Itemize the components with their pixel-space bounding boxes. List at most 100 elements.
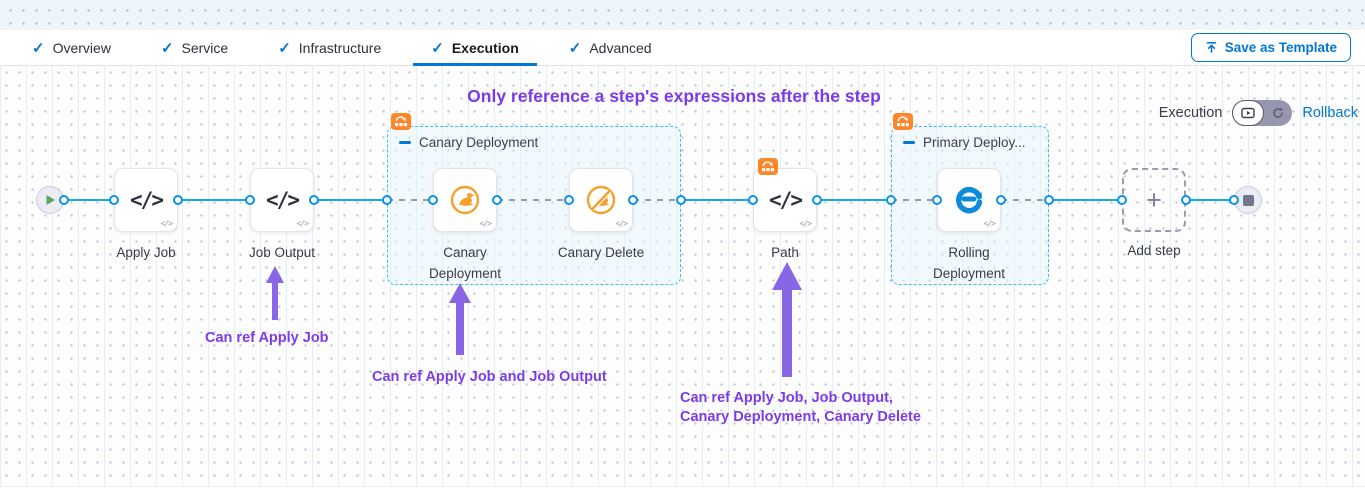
- connector-port[interactable]: [748, 195, 758, 205]
- plus-icon: +: [1146, 184, 1162, 215]
- check-icon: ✓: [568, 39, 582, 57]
- connector-port[interactable]: [676, 195, 686, 205]
- tab-label: Service: [181, 39, 229, 56]
- execution-mode-label: Execution: [1158, 105, 1223, 121]
- code-icon-small: </>: [479, 219, 492, 228]
- connector-port[interactable]: [628, 195, 638, 205]
- connector-port[interactable]: [1229, 195, 1239, 205]
- rollback-steps-badge[interactable]: [893, 113, 913, 130]
- annotation-ref3-line2: Canary Deployment, Canary Delete: [680, 409, 921, 425]
- play-icon: [45, 194, 56, 206]
- group-name: Primary Deploy...: [923, 135, 1026, 150]
- rollback-view-icon: [1271, 106, 1285, 120]
- group-header: Canary Deployment: [399, 135, 538, 150]
- connector-port[interactable]: [492, 195, 502, 205]
- canary-delete-icon: [583, 182, 619, 218]
- up-arrow-icon: [448, 283, 472, 361]
- tab-service[interactable]: ✓ Service: [143, 30, 246, 65]
- collapse-icon[interactable]: [903, 141, 915, 144]
- connector-port[interactable]: [173, 195, 183, 205]
- connector: [633, 199, 681, 201]
- step-canary-deployment[interactable]: </>: [433, 168, 497, 232]
- tab-label: Overview: [52, 39, 111, 56]
- canary-icon: [447, 182, 483, 218]
- step-path[interactable]: </> </>: [753, 168, 817, 232]
- execution-view-toggle-button[interactable]: [1232, 100, 1265, 126]
- connector-port[interactable]: [564, 195, 574, 205]
- up-arrow-icon: [265, 266, 285, 326]
- connector-port[interactable]: [428, 195, 438, 205]
- stop-icon: [1242, 194, 1254, 206]
- code-icon-small: </>: [799, 219, 812, 228]
- pipeline-canvas[interactable]: Only reference a step's expressions afte…: [0, 66, 1365, 487]
- up-arrow-icon: [771, 262, 803, 383]
- group-header: Primary Deploy...: [903, 135, 1026, 150]
- check-icon: ✓: [160, 39, 174, 57]
- rollback-steps-badge[interactable]: [391, 113, 411, 130]
- annotation-ref3: Can ref Apply Job, Job Output, Canary De…: [680, 389, 921, 427]
- upload-icon: [1205, 41, 1218, 54]
- add-step-button[interactable]: +: [1122, 168, 1186, 232]
- connector: [891, 199, 937, 201]
- rollback-steps-badge[interactable]: [758, 158, 778, 175]
- collapse-icon[interactable]: [399, 141, 411, 144]
- tab-advanced[interactable]: ✓ Advanced: [551, 30, 670, 65]
- step-canary-delete[interactable]: </>: [569, 168, 633, 232]
- connector-port[interactable]: [245, 195, 255, 205]
- step-label-canary-delete: Canary Delete: [557, 245, 645, 260]
- tab-label: Execution: [451, 39, 519, 56]
- rollback-link[interactable]: Rollback: [1302, 105, 1358, 121]
- step-label-path: Path: [771, 245, 799, 260]
- tab-label: Advanced: [589, 39, 652, 56]
- connector: [1001, 199, 1049, 201]
- code-icon-small: </>: [296, 219, 309, 228]
- execution-rollback-control: Execution Rollback: [1159, 100, 1358, 126]
- connector-port[interactable]: [996, 195, 1006, 205]
- connector-port[interactable]: [932, 195, 942, 205]
- step-label-rolling-deployment: Rolling Deployment: [932, 245, 1006, 281]
- connector-port[interactable]: [109, 195, 119, 205]
- save-as-template-button[interactable]: Save as Template: [1190, 33, 1351, 62]
- rollback-view-toggle-button[interactable]: [1264, 100, 1292, 126]
- group-name: Canary Deployment: [419, 135, 539, 150]
- code-icon: </>: [130, 188, 164, 212]
- connector-port[interactable]: [1117, 195, 1127, 205]
- annotation-ref3-line1: Can ref Apply Job, Job Output,: [680, 390, 893, 406]
- execution-rollback-toggle[interactable]: [1232, 100, 1293, 126]
- code-icon-small: </>: [160, 219, 173, 228]
- tab-infrastructure[interactable]: ✓ Infrastructure: [260, 30, 399, 65]
- save-as-template-label: Save as Template: [1224, 40, 1337, 55]
- connector: [497, 199, 569, 201]
- step-label-job-output: Job Output: [248, 245, 316, 260]
- connector: [387, 199, 433, 201]
- top-dotted-strip: [0, 0, 1365, 30]
- annotation-ref2: Can ref Apply Job and Job Output: [372, 369, 607, 385]
- check-icon: ✓: [32, 39, 45, 57]
- step-label-apply-job: Apply Job: [116, 245, 176, 260]
- connector-port[interactable]: [812, 195, 822, 205]
- add-step-label: Add step: [1127, 243, 1181, 258]
- step-apply-job[interactable]: </> </>: [114, 168, 178, 232]
- connector-port[interactable]: [886, 195, 896, 205]
- code-icon: </>: [769, 188, 803, 212]
- tab-execution[interactable]: ✓ Execution: [413, 30, 538, 66]
- tab-overview[interactable]: ✓ Overview: [14, 30, 129, 65]
- check-icon: ✓: [431, 39, 444, 57]
- connector: [178, 199, 250, 201]
- connector-port[interactable]: [1181, 195, 1191, 205]
- connector: [1186, 199, 1235, 201]
- connector: [817, 199, 891, 201]
- connector-port[interactable]: [1044, 195, 1054, 205]
- connector-port[interactable]: [309, 195, 319, 205]
- connector-port[interactable]: [59, 195, 69, 205]
- stage-tab-bar: ✓ Overview ✓ Service ✓ Infrastructure ✓ …: [0, 30, 1365, 66]
- connector-port[interactable]: [382, 195, 392, 205]
- rolling-deployment-icon: [952, 183, 986, 217]
- code-icon-small: </>: [615, 219, 628, 228]
- step-job-output[interactable]: </> </>: [250, 168, 314, 232]
- step-rolling-deployment[interactable]: </>: [937, 168, 1001, 232]
- tab-label: Infrastructure: [298, 39, 382, 56]
- step-label-canary-deployment: Canary Deployment: [428, 245, 502, 281]
- connector: [64, 199, 114, 201]
